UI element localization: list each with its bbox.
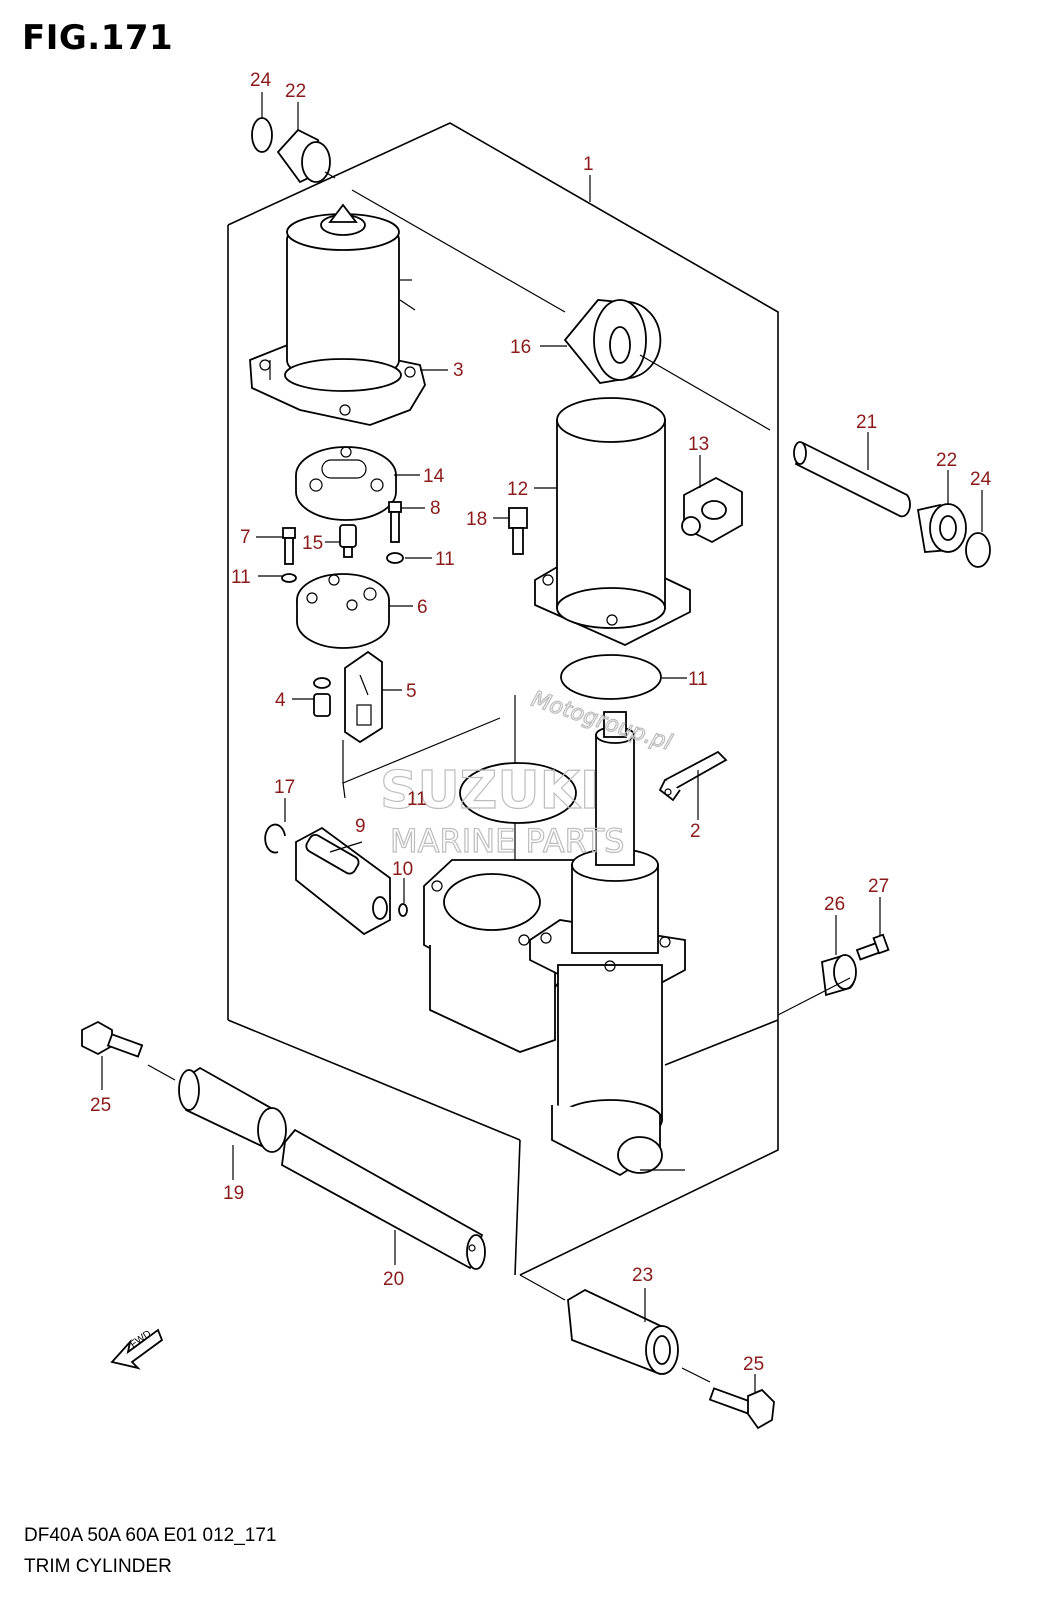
callout-17: 17 bbox=[274, 777, 295, 798]
callout-3: 3 bbox=[453, 360, 464, 381]
callout-leaders bbox=[101, 92, 983, 1392]
fwd-arrow-icon: FWD bbox=[110, 1328, 164, 1370]
callout-11-left-small: 11 bbox=[231, 567, 251, 588]
model-line: DF40A 50A 60A E01 012_171 bbox=[24, 1525, 277, 1546]
o-ring-11-small-left bbox=[281, 573, 297, 583]
fitting-13 bbox=[681, 476, 743, 544]
bushing-16 bbox=[563, 299, 662, 384]
callout-24-left: 24 bbox=[250, 70, 272, 91]
callout-19: 19 bbox=[223, 1183, 244, 1204]
callout-25-left: 25 bbox=[90, 1095, 111, 1116]
leader-25-right bbox=[681, 1367, 711, 1383]
callout-labels: 1 2 3 4 5 6 7 8 9 10 11 11 11 11 12 13 1… bbox=[90, 70, 992, 1375]
callout-15: 15 bbox=[302, 533, 323, 554]
callout-24-right: 24 bbox=[970, 469, 992, 490]
figure-caption: TRIM CYLINDER bbox=[24, 1556, 172, 1577]
trim-cylinder-body bbox=[423, 711, 686, 1177]
callout-7: 7 bbox=[240, 527, 251, 548]
callout-12: 12 bbox=[507, 479, 528, 500]
figure-title: FIG.171 bbox=[22, 18, 174, 58]
bushing-26 bbox=[821, 954, 857, 997]
trim-motor bbox=[249, 203, 426, 426]
check-valve-4 bbox=[313, 677, 331, 717]
assembly-outline bbox=[227, 122, 779, 1276]
callout-2: 2 bbox=[690, 821, 701, 842]
callout-11-upper-ring: 11 bbox=[688, 669, 708, 690]
callout-13: 13 bbox=[688, 434, 709, 455]
bolt-25-right bbox=[708, 1387, 775, 1430]
manifold-block bbox=[296, 573, 390, 649]
callout-11-lower-ring: 11 bbox=[407, 789, 427, 810]
clamp-2 bbox=[658, 750, 728, 802]
callout-20: 20 bbox=[383, 1269, 404, 1290]
watermark-brand: SUZUKI bbox=[380, 761, 599, 821]
o-ring-10 bbox=[398, 903, 408, 917]
callout-5: 5 bbox=[406, 681, 417, 702]
callout-21: 21 bbox=[856, 412, 877, 433]
callout-4: 4 bbox=[275, 690, 286, 711]
callout-26: 26 bbox=[824, 894, 845, 915]
bushing-22-left bbox=[276, 128, 331, 184]
callout-22-left: 22 bbox=[285, 81, 306, 102]
callout-10: 10 bbox=[392, 859, 413, 880]
pin-15 bbox=[339, 524, 357, 558]
bolt-27 bbox=[855, 933, 890, 961]
callout-27: 27 bbox=[868, 876, 889, 897]
callout-16: 16 bbox=[510, 337, 531, 358]
circlip-24-left bbox=[251, 117, 273, 153]
o-ring-11-large-lower bbox=[459, 762, 577, 824]
bushing-23 bbox=[567, 1288, 679, 1375]
callout-11-right-small: 11 bbox=[435, 549, 455, 570]
callout-14: 14 bbox=[423, 466, 445, 487]
callout-8: 8 bbox=[430, 498, 441, 519]
leader-25-left bbox=[147, 1064, 176, 1081]
axis-lines bbox=[269, 171, 771, 431]
callout-9: 9 bbox=[355, 816, 366, 837]
leader-23-assembly bbox=[519, 1274, 566, 1301]
o-ring-11-large-upper bbox=[560, 654, 662, 700]
valve-5 bbox=[344, 650, 383, 744]
valve-body bbox=[295, 446, 397, 521]
reservoir-12 bbox=[534, 397, 691, 646]
screw-18 bbox=[508, 507, 528, 555]
pin-20 bbox=[281, 1128, 486, 1270]
o-ring-11-small-right bbox=[386, 552, 404, 564]
callout-23: 23 bbox=[632, 1265, 653, 1286]
manual-valve-9 bbox=[295, 826, 391, 936]
leader-26-assembly bbox=[777, 977, 851, 1016]
callout-1: 1 bbox=[583, 154, 594, 175]
bolt-25-left bbox=[81, 1020, 144, 1058]
circlip-17 bbox=[264, 823, 286, 854]
bushing-19 bbox=[178, 1066, 287, 1153]
circlip-24-right bbox=[965, 532, 991, 568]
callout-18: 18 bbox=[466, 509, 487, 530]
screw-7 bbox=[282, 527, 296, 565]
screw-8 bbox=[388, 501, 402, 543]
shaft-21 bbox=[793, 441, 911, 518]
callout-25-right: 25 bbox=[743, 1354, 764, 1375]
callout-6: 6 bbox=[417, 597, 428, 618]
callout-22-right: 22 bbox=[936, 450, 957, 471]
bushing-22-right bbox=[916, 503, 967, 553]
watermark-sub: MARINE PARTS bbox=[390, 822, 624, 860]
